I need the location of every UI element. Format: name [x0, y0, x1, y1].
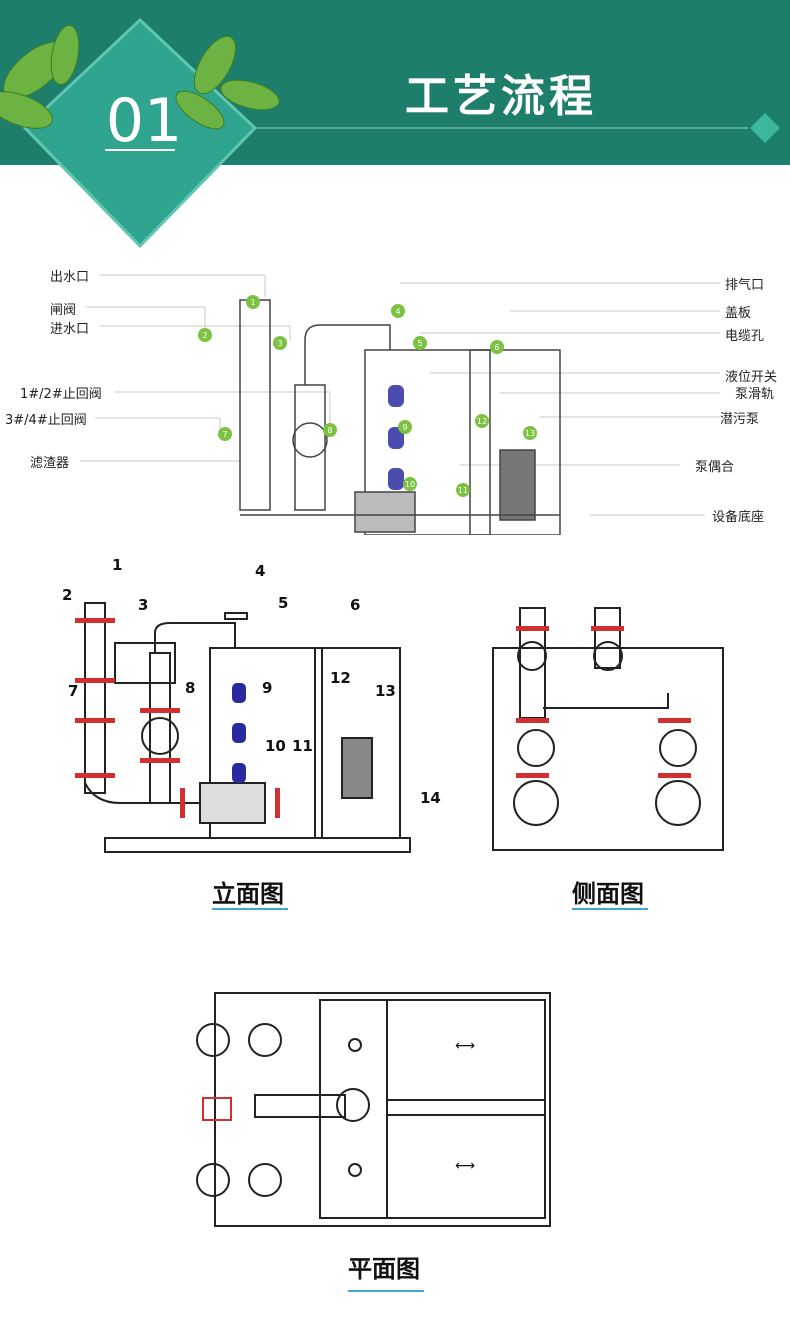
label-cable-hole: 电缆孔: [725, 329, 765, 344]
elev-num-7: 7: [68, 682, 78, 700]
caption-plan: 平面图: [348, 1254, 420, 1283]
elev-num-11: 11: [292, 737, 313, 755]
elev-num-9: 9: [262, 679, 272, 697]
elev-num-12: 12: [330, 669, 351, 687]
process-diagram: 1 2 3 4 5 6 7 8 9 10 11 12 13: [80, 274, 720, 535]
elev-num-6: 6: [350, 596, 360, 614]
label-inlet: 进水口: [50, 322, 90, 337]
elev-num-8: 8: [185, 679, 195, 697]
elev-num-14: 14: [420, 789, 441, 807]
page-title: 工艺流程: [405, 71, 597, 122]
svg-text:⟷: ⟷: [455, 1038, 475, 1054]
marker-5: 5: [417, 339, 422, 348]
plan-view: ⟷⟷: [196, 992, 551, 1227]
marker-12: 12: [477, 417, 487, 426]
label-pump-coupling: 泵偶合: [695, 460, 735, 475]
elevation-view: 1 2 3 4 5 6 7 8 9 10 11 12 13 14: [62, 558, 441, 853]
leaf-icon: [0, 24, 280, 130]
marker-8: 8: [327, 426, 332, 435]
label-vent: 排气口: [725, 278, 765, 293]
marker-9: 9: [402, 423, 407, 432]
elev-num-4: 4: [255, 562, 265, 580]
marker-13: 13: [525, 429, 535, 438]
marker-7: 7: [222, 430, 227, 439]
label-cover: 盖板: [725, 306, 752, 321]
elev-num-5: 5: [278, 594, 288, 612]
label-gate-valve: 闸阀: [50, 303, 77, 318]
marker-3: 3: [277, 339, 282, 348]
marker-10: 10: [405, 480, 415, 489]
label-sewage-pump: 潜污泵: [720, 412, 760, 427]
elev-num-1: 1: [112, 558, 122, 574]
marker-1: 1: [250, 298, 255, 307]
label-pump-rail: 泵滑轨: [735, 387, 775, 402]
elev-num-10: 10: [265, 737, 286, 755]
elev-num-2: 2: [62, 586, 72, 604]
label-check-valve-34: 3#/4#止回阀: [5, 413, 87, 428]
elev-num-13: 13: [375, 682, 396, 700]
caption-elevation: 立面图: [212, 879, 284, 908]
label-base: 设备底座: [712, 510, 765, 525]
label-check-valve-12: 1#/2#止回阀: [20, 387, 102, 402]
diamond-small-icon: [750, 113, 780, 143]
marker-6: 6: [494, 343, 499, 352]
caption-side: 侧面图: [572, 879, 644, 908]
label-level-switch: 液位开关: [725, 370, 778, 385]
label-strainer: 滤渣器: [30, 456, 70, 471]
marker-11: 11: [458, 486, 468, 495]
caption-underline: [212, 908, 288, 910]
marker-2: 2: [202, 331, 207, 340]
marker-4: 4: [395, 307, 400, 316]
section-number: 01: [105, 86, 183, 156]
side-view: [492, 607, 724, 851]
caption-underline: [348, 1290, 424, 1292]
caption-underline: [572, 908, 648, 910]
svg-text:⟷: ⟷: [455, 1158, 475, 1174]
elev-num-3: 3: [138, 596, 148, 614]
label-outlet: 出水口: [50, 270, 90, 285]
header-decoration: [0, 17, 780, 249]
